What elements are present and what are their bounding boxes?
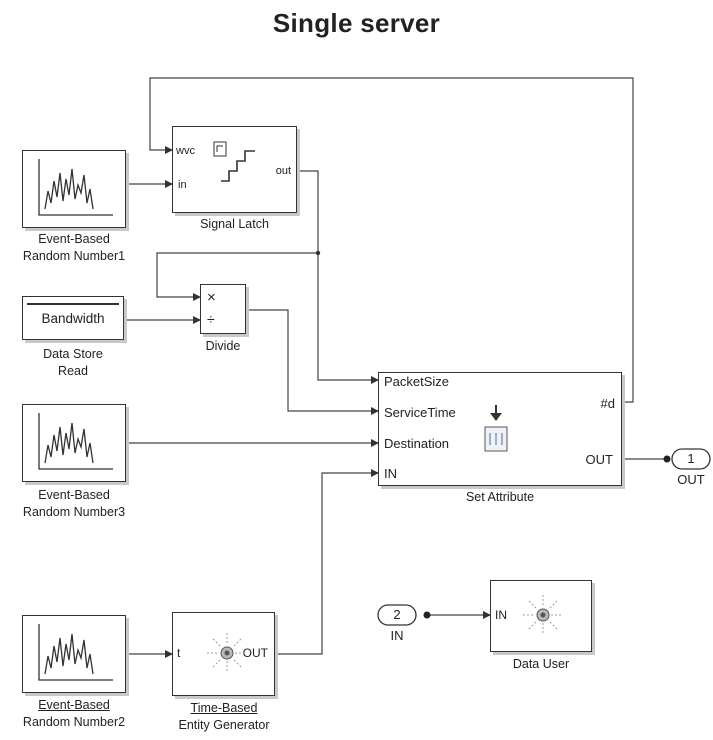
- random-number2-block[interactable]: [22, 615, 126, 693]
- latch-port-in: in: [178, 179, 187, 191]
- wire-id-to-wvc: [149, 77, 634, 403]
- inport-number[interactable]: 2: [393, 607, 401, 622]
- random-number1-caption: Event-Based Random Number1: [22, 232, 126, 263]
- latch-step-icon: [213, 141, 255, 182]
- generator-port-t: t: [177, 646, 181, 660]
- setattr-port-packetsize: PacketSize: [384, 374, 450, 389]
- random-waveform-icon: [38, 159, 113, 216]
- setattr-port-out: OUT: [585, 452, 613, 467]
- setattr-port-destination: Destination: [384, 436, 450, 451]
- setattr-port-servicetime: ServiceTime: [384, 405, 456, 420]
- random-number2-caption: Event-Based Random Number2: [22, 698, 126, 729]
- data-store-read-block[interactable]: Bandwidth: [22, 296, 124, 340]
- divide-division-symbol: ÷: [207, 311, 215, 327]
- generator-port-out: OUT: [242, 646, 268, 660]
- divide-caption: Divide: [205, 339, 241, 353]
- set-attribute-block[interactable]: PacketSize ServiceTime Destination IN #d…: [378, 372, 622, 486]
- latch-port-wvc: wvc: [176, 145, 195, 157]
- wire-gen-to-in: [275, 469, 379, 655]
- branch-point: [315, 250, 321, 256]
- inport-block: [377, 604, 417, 626]
- wire-divide-to-service: [246, 309, 379, 415]
- random-number3-block[interactable]: [22, 404, 126, 482]
- outport-number[interactable]: 1: [687, 451, 695, 466]
- diagram-title: Single server: [272, 8, 441, 38]
- latch-port-out: out: [275, 165, 291, 177]
- random-number1-block[interactable]: [22, 150, 126, 228]
- wire-branch-to-divide: [156, 252, 318, 301]
- outport-block: [671, 448, 711, 470]
- signal-latch-caption: Signal Latch: [200, 217, 269, 231]
- setattr-port-in: IN: [384, 466, 397, 481]
- set-attribute-caption: Set Attribute: [465, 490, 535, 504]
- divide-block[interactable]: × ÷: [200, 284, 246, 334]
- setattr-port-id: #d: [600, 396, 615, 411]
- entity-generator-block[interactable]: t OUT: [172, 612, 275, 696]
- entity-generator-icon: [207, 633, 247, 673]
- wire-latch-to-packetsize: [297, 170, 379, 384]
- outport-dot: [663, 455, 671, 463]
- data-user-block[interactable]: IN: [490, 580, 592, 652]
- set-attribute-icon: [484, 405, 508, 452]
- entity-generator-caption: Time-Based Entity Generator: [178, 701, 270, 732]
- data-user-port-in: IN: [495, 608, 507, 622]
- random-number3-caption: Event-Based Random Number3: [22, 488, 126, 519]
- signal-latch-block[interactable]: wvc in out: [172, 126, 297, 213]
- data-store-top-rule: [27, 303, 119, 305]
- outport-label: OUT: [677, 472, 705, 487]
- data-user-icon: [523, 595, 563, 635]
- inport-dot: [423, 611, 431, 619]
- data-store-caption: Data Store Read: [43, 347, 103, 378]
- data-user-caption: Data User: [512, 657, 570, 671]
- data-store-label: Bandwidth: [41, 311, 105, 326]
- divide-multiply-symbol: ×: [207, 289, 216, 306]
- random-waveform-icon: [38, 624, 113, 681]
- inport-label: IN: [390, 628, 404, 643]
- random-waveform-icon: [38, 413, 113, 470]
